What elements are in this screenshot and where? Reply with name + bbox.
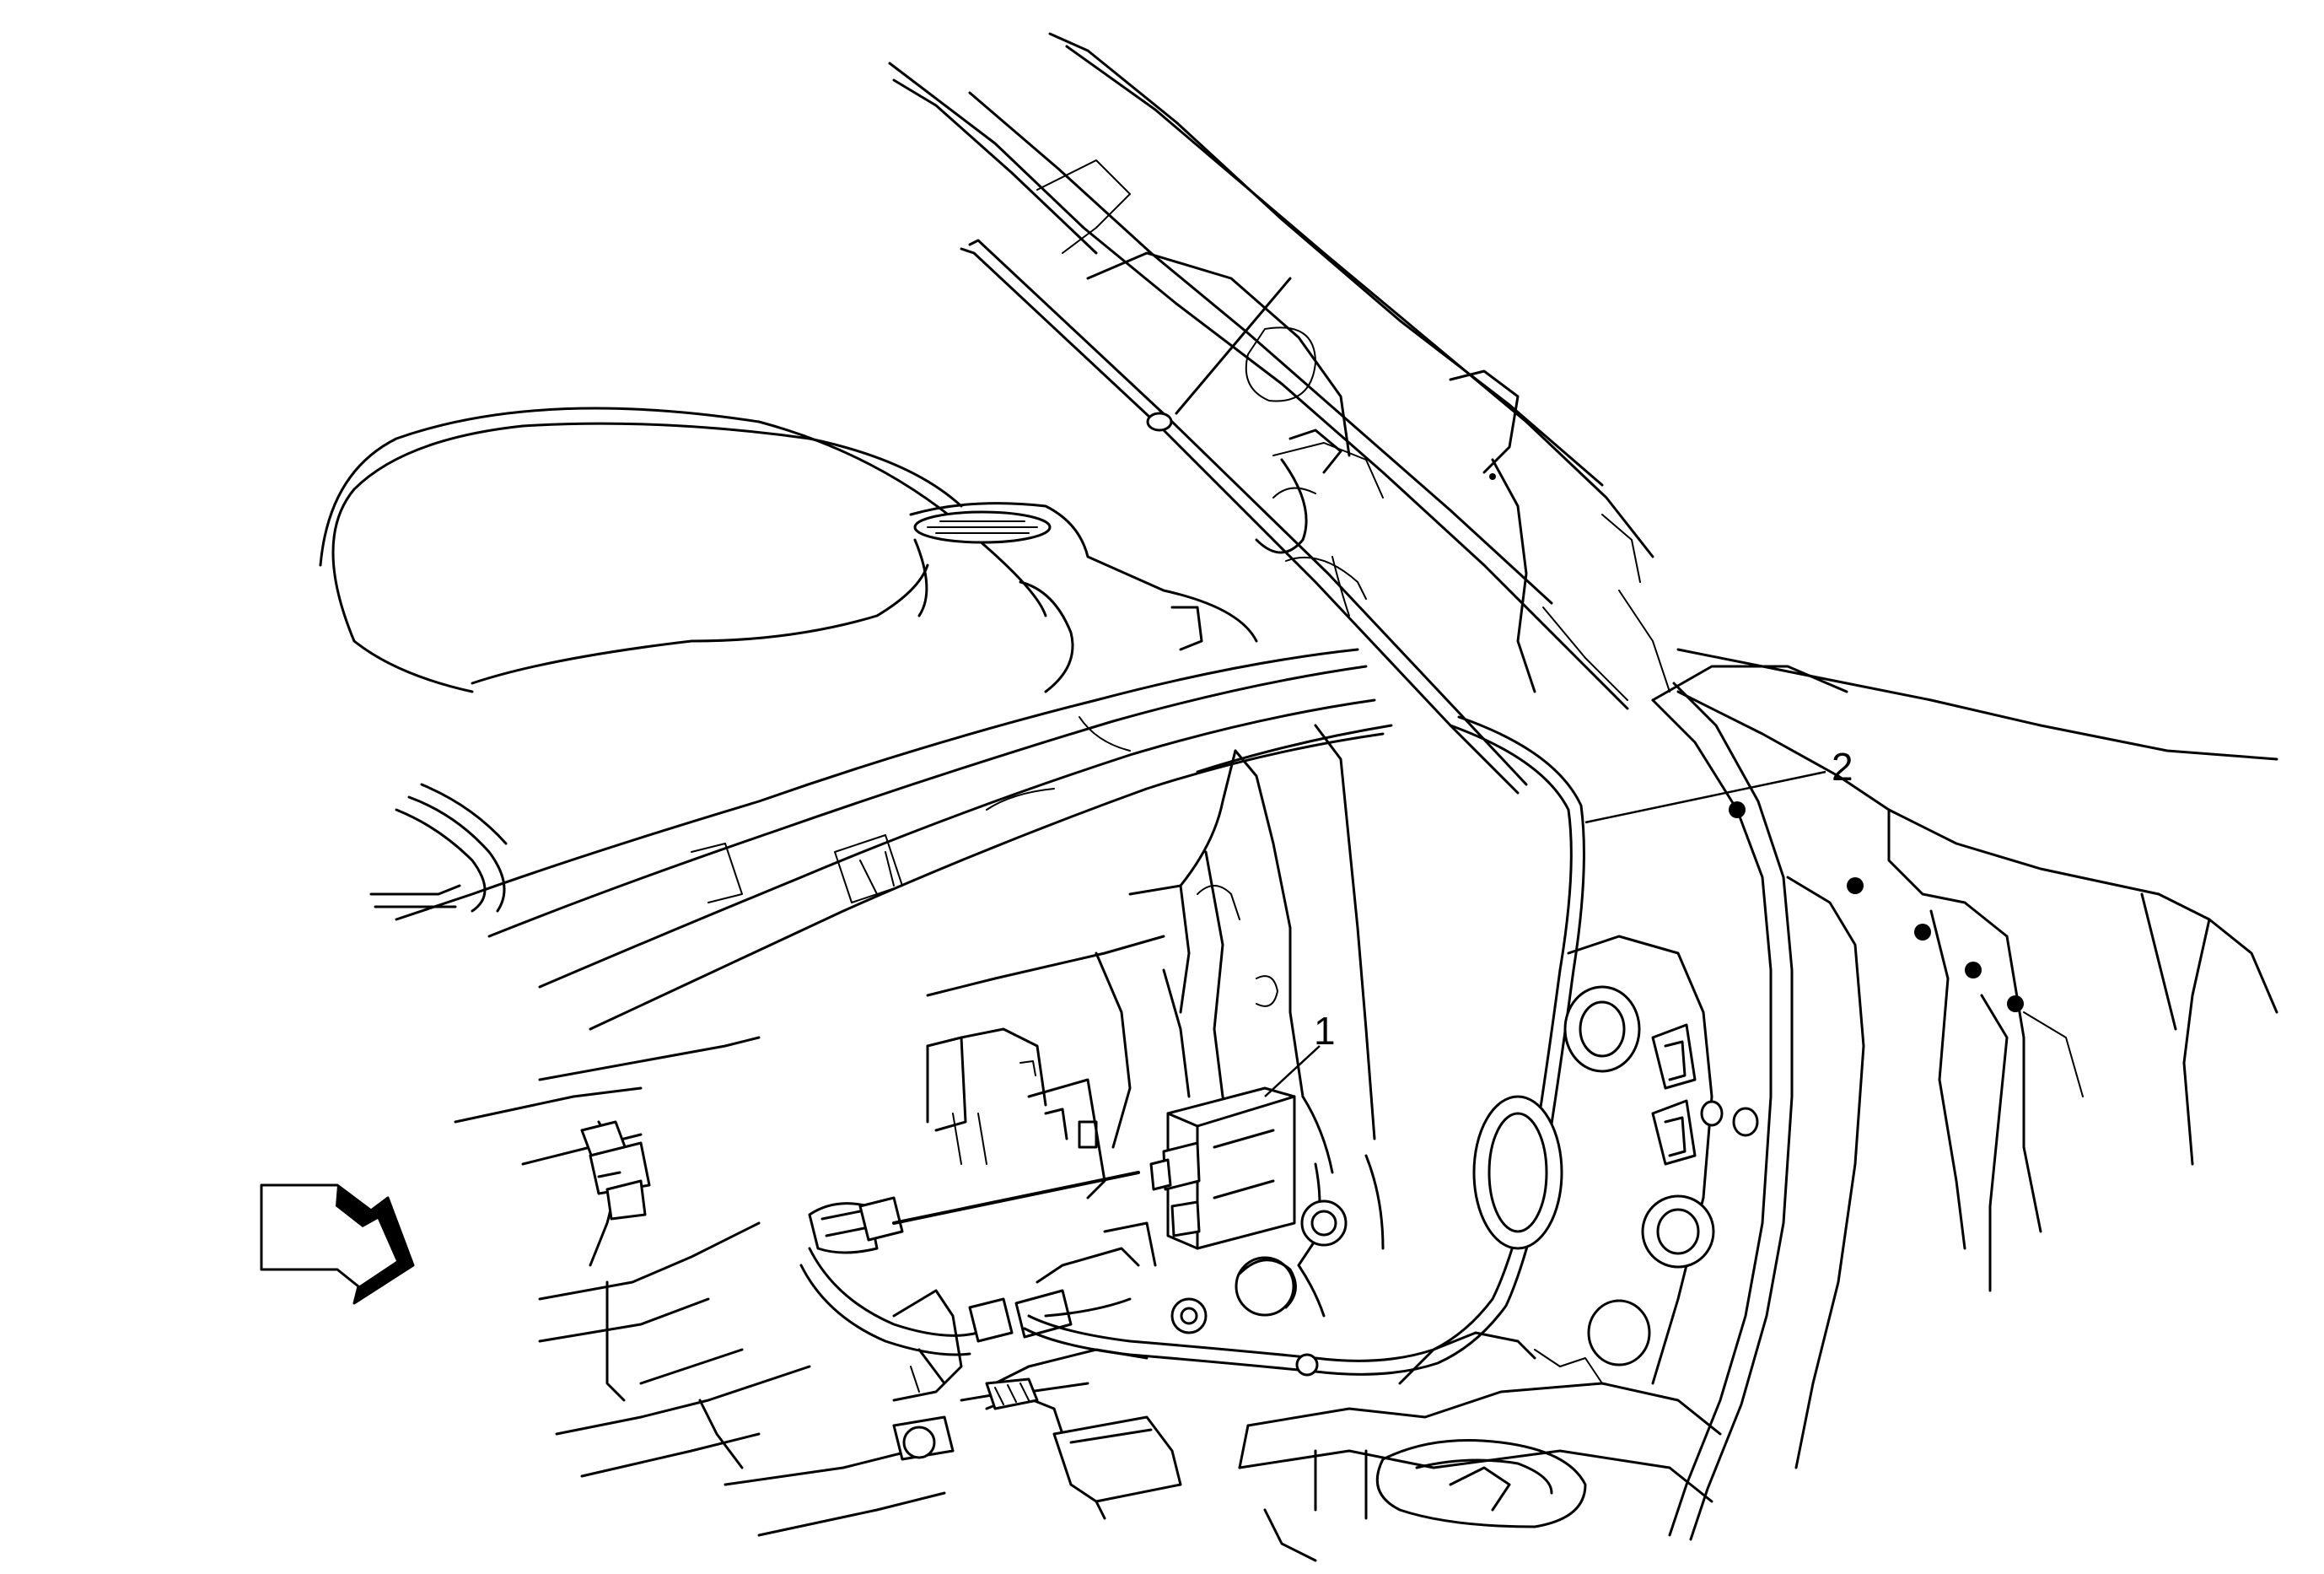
dash-vent	[369, 783, 508, 913]
instrument-panel	[319, 407, 1393, 1031]
bottom-connector-group	[892, 1377, 1182, 1520]
floor-bracket	[1238, 1331, 1722, 1562]
callout-1: 1	[1264, 1009, 1336, 1097]
wire-harness-left	[799, 1171, 1140, 1356]
front-direction-arrow-icon	[260, 1183, 415, 1305]
inner-panel-holes	[1472, 935, 1759, 1385]
callout-2: 2	[1584, 745, 1853, 824]
lower-left-structure	[454, 1036, 963, 1537]
callout-2-label: 2	[1832, 745, 1853, 789]
right-body-structure	[1651, 648, 2278, 1541]
clip-fastener	[580, 1120, 651, 1221]
electronic-module	[1149, 1086, 1296, 1250]
callout-1-label: 1	[1314, 1009, 1336, 1053]
a-pillar-frame	[888, 32, 1670, 710]
antenna-rod	[960, 239, 1528, 795]
seat-back-outline	[331, 422, 963, 693]
grommets	[1170, 1199, 1348, 1334]
